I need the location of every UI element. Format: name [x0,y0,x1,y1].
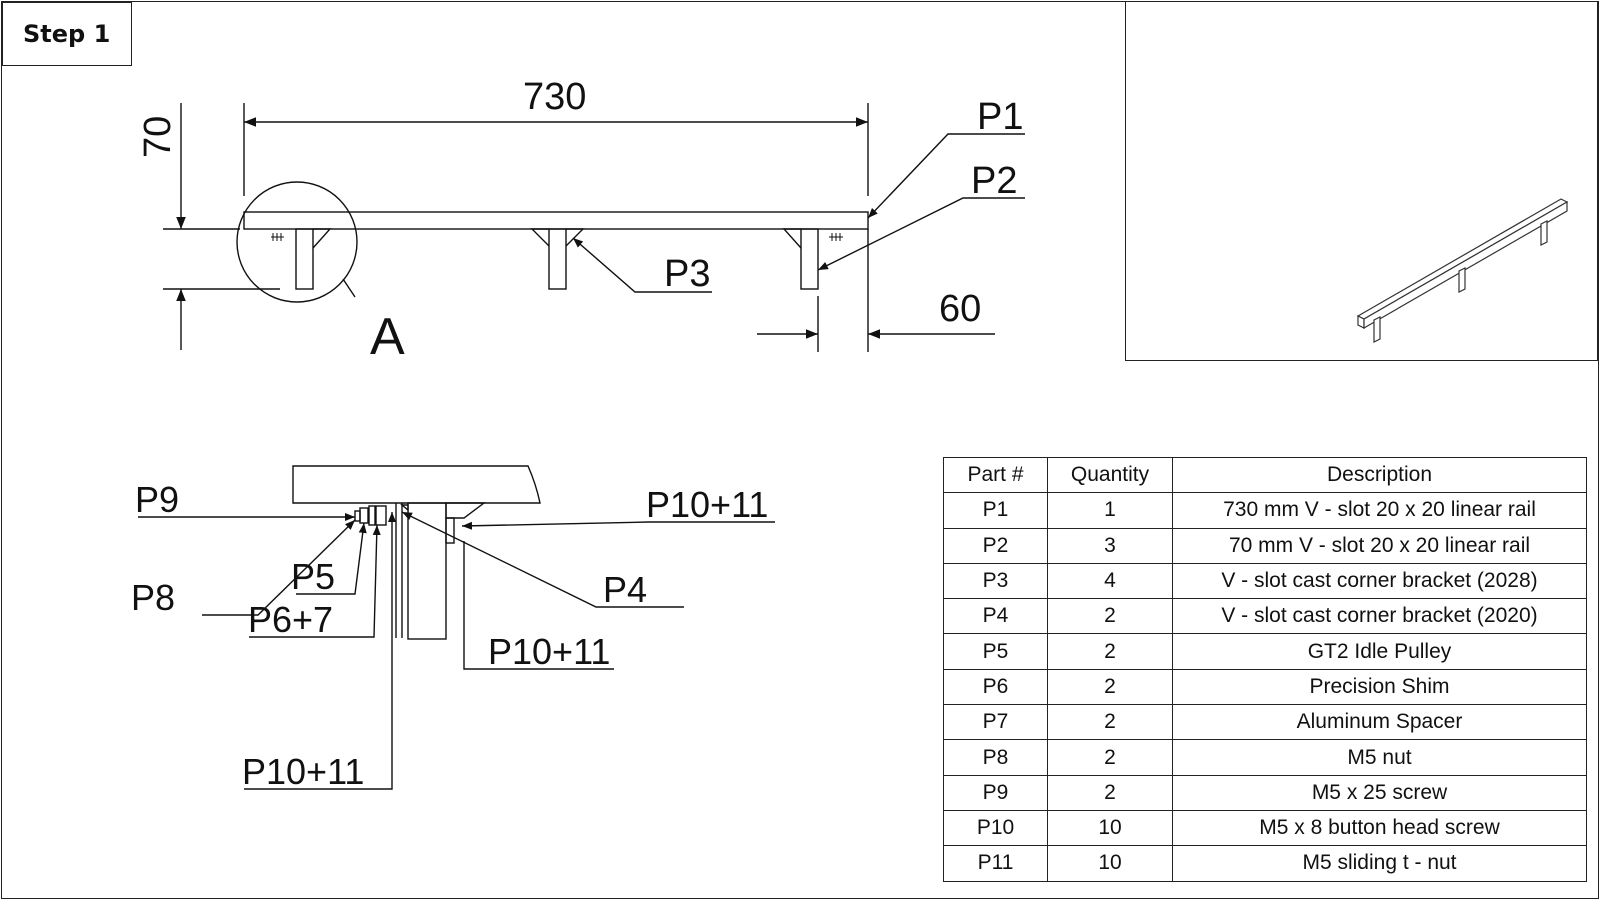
header-description: Description [1172,456,1587,494]
detail-leg [407,502,447,640]
cell-part-number: P3 [943,562,1048,600]
cell-part-number: P11 [943,845,1048,882]
callout-p10-11-mid: P10+11 [488,631,610,672]
leg-right [800,228,819,290]
detail-circle-a [236,181,358,303]
leg-middle [548,228,567,290]
callout-p4: P4 [603,569,647,610]
isometric-overlay [1356,198,1569,343]
cell-description: 730 mm V - slot 20 x 20 linear rail [1172,492,1587,529]
dim-offset-label: 60 [939,288,981,330]
rail-p1 [243,211,869,230]
detail-rail [292,465,541,504]
cell-description: V - slot cast corner bracket (2028) [1172,562,1587,600]
detail-view-labels: P9 P8 P5 P6+7 P4 P10+11 P10+11 P10+11 [131,479,768,792]
cell-description: V - slot cast corner bracket (2020) [1172,598,1587,635]
dim-height-label: 70 [137,116,179,158]
callout-p5: P5 [291,556,335,597]
cell-part-number: P1 [943,492,1048,529]
cell-quantity: 2 [1047,598,1173,635]
cell-part-number: P9 [943,774,1048,811]
bracket-mid-right [565,228,585,247]
cell-part-number: P7 [943,704,1048,741]
step-label: Step 1 [2,2,132,66]
dim-length-label: 730 [523,76,586,118]
detail-a-label: A [370,308,405,366]
detail-pulley [359,507,369,524]
cell-part-number: P5 [943,633,1048,670]
cell-description: Precision Shim [1172,668,1587,706]
detail-tnut-bottom [445,517,455,544]
callout-p1: P1 [977,96,1023,138]
cell-quantity: 3 [1047,527,1173,564]
fastener-left [271,233,284,241]
detail-nut [354,510,361,522]
cell-quantity: 10 [1047,845,1173,882]
side-view-labels: 730 70 60 A P1 P2 P3 [137,76,1023,366]
callout-p3: P3 [664,253,710,295]
cell-quantity: 4 [1047,562,1173,600]
cell-description: 70 mm V - slot 20 x 20 linear rail [1172,527,1587,564]
cell-quantity: 2 [1047,633,1173,670]
leg-left [295,228,314,290]
callout-p2: P2 [971,160,1017,202]
header-quantity: Quantity [1047,456,1173,494]
callout-p10-11-bottom: P10+11 [242,751,364,792]
cell-description: M5 x 25 screw [1172,774,1587,811]
cell-description: M5 x 8 button head screw [1172,809,1587,847]
cell-part-number: P2 [943,527,1048,564]
cell-quantity: 2 [1047,739,1173,776]
callout-p10-11-top: P10+11 [646,484,768,525]
cell-part-number: P10 [943,809,1048,847]
cell-quantity: 1 [1047,492,1173,529]
detail-bracket-p3 [445,502,487,519]
cell-part-number: P4 [943,598,1048,635]
cell-quantity: 10 [1047,809,1173,847]
cell-description: M5 sliding t - nut [1172,845,1587,882]
cell-part-number: P6 [943,668,1048,706]
callout-p6-7: P6+7 [248,599,333,640]
bracket-mid-left [530,228,550,247]
detail-shim [368,505,376,526]
isometric-frame [1125,1,1598,361]
cell-part-number: P8 [943,739,1048,776]
cell-quantity: 2 [1047,774,1173,811]
fastener-right [829,233,843,241]
callout-p9: P9 [135,479,179,520]
side-view [163,103,1025,352]
cell-quantity: 2 [1047,668,1173,706]
parts-table-header: Part # Quantity Description [943,456,1587,494]
cell-quantity: 2 [1047,704,1173,741]
header-part-number: Part # [943,456,1048,494]
cell-description: GT2 Idle Pulley [1172,633,1587,670]
detail-spacer [375,505,387,526]
cell-description: Aluminum Spacer [1172,704,1587,741]
callout-p8: P8 [131,577,175,618]
bracket-left [312,228,332,249]
detail-bracket-p4 [400,504,409,512]
cell-description: M5 nut [1172,739,1587,776]
detail-view [138,465,775,790]
bracket-right [782,228,802,249]
